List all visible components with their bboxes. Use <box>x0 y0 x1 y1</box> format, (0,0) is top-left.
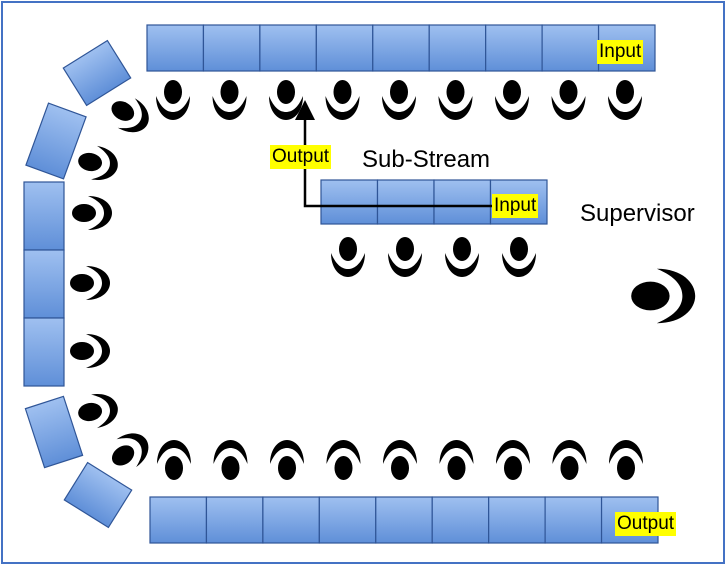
bottom-belt-segment <box>262 496 320 544</box>
sub-stream-belt-segment <box>376 179 435 225</box>
worker-top <box>608 80 642 120</box>
worker-top <box>438 80 473 120</box>
worker-top <box>269 80 303 120</box>
worker-bottom <box>157 440 191 480</box>
top-belt-segment <box>372 24 430 72</box>
bottom-belt-segment <box>544 496 603 544</box>
worker-bottom <box>326 440 361 480</box>
left-belt-segment <box>23 181 65 251</box>
top-belt <box>146 24 656 72</box>
top-belt-segment <box>315 24 374 72</box>
worker-sub-stream <box>388 237 422 277</box>
sub-stream-belt-segment <box>433 179 492 225</box>
worker-left <box>70 334 110 368</box>
bottom-output-label: Output <box>615 512 677 536</box>
worker-bottom <box>213 440 248 480</box>
left-belt <box>23 181 65 387</box>
top-belt-segment <box>485 24 543 72</box>
bottom-belt-segment <box>431 496 490 544</box>
bottom-belt-segment <box>205 496 264 544</box>
worker-top <box>325 80 360 120</box>
worker-sub-stream <box>331 237 365 277</box>
worker-left <box>78 145 118 180</box>
worker-top <box>495 80 529 120</box>
corner-tile-top-1 <box>62 39 132 107</box>
sub-stream-belt-segment <box>320 179 379 225</box>
worker-bottom <box>609 440 643 480</box>
left-belt-segment <box>23 317 65 387</box>
bottom-belt-segment <box>375 496 433 544</box>
top-belt-segment <box>202 24 261 72</box>
connector-arrow <box>295 100 497 208</box>
worker-left <box>111 433 149 468</box>
worker-left <box>70 266 110 300</box>
workers <box>70 80 696 480</box>
supervisor-figure <box>631 268 696 324</box>
sub-stream-label: Sub-Stream <box>362 146 491 173</box>
worker-bottom <box>552 440 587 480</box>
corner-tile-bottom-2 <box>63 461 133 529</box>
worker-top <box>382 80 416 120</box>
top-belt-segment <box>541 24 600 72</box>
worker-left <box>78 394 118 429</box>
worker-left <box>72 196 112 230</box>
top-input-label: Input <box>597 40 644 64</box>
worker-top <box>156 80 190 120</box>
worker-bottom <box>270 440 304 480</box>
top-belt-segment <box>146 24 205 72</box>
top-output-label: Output <box>270 145 332 169</box>
top-belt-segment <box>428 24 487 72</box>
left-belt-segment <box>23 249 65 319</box>
corner-tile-bottom-1 <box>24 395 84 469</box>
sub-stream-input-label: Input <box>492 194 539 218</box>
worker-left <box>111 98 149 133</box>
supervisor-label: Supervisor <box>580 200 695 227</box>
bottom-belt-segment <box>149 496 208 544</box>
corner-tile-top-2 <box>25 102 87 180</box>
bottom-belt <box>149 496 659 544</box>
worker-bottom <box>383 440 417 480</box>
sub-stream-connector <box>295 100 497 208</box>
top-belt-segment <box>259 24 317 72</box>
worker-bottom <box>496 440 530 480</box>
worker-sub-stream <box>502 237 536 277</box>
worker-top <box>551 80 586 120</box>
bottom-belt-segment <box>318 496 377 544</box>
bottom-belt-segment <box>488 496 546 544</box>
worker-bottom <box>439 440 474 480</box>
worker-top <box>212 80 247 120</box>
worker-sub-stream <box>445 237 479 277</box>
